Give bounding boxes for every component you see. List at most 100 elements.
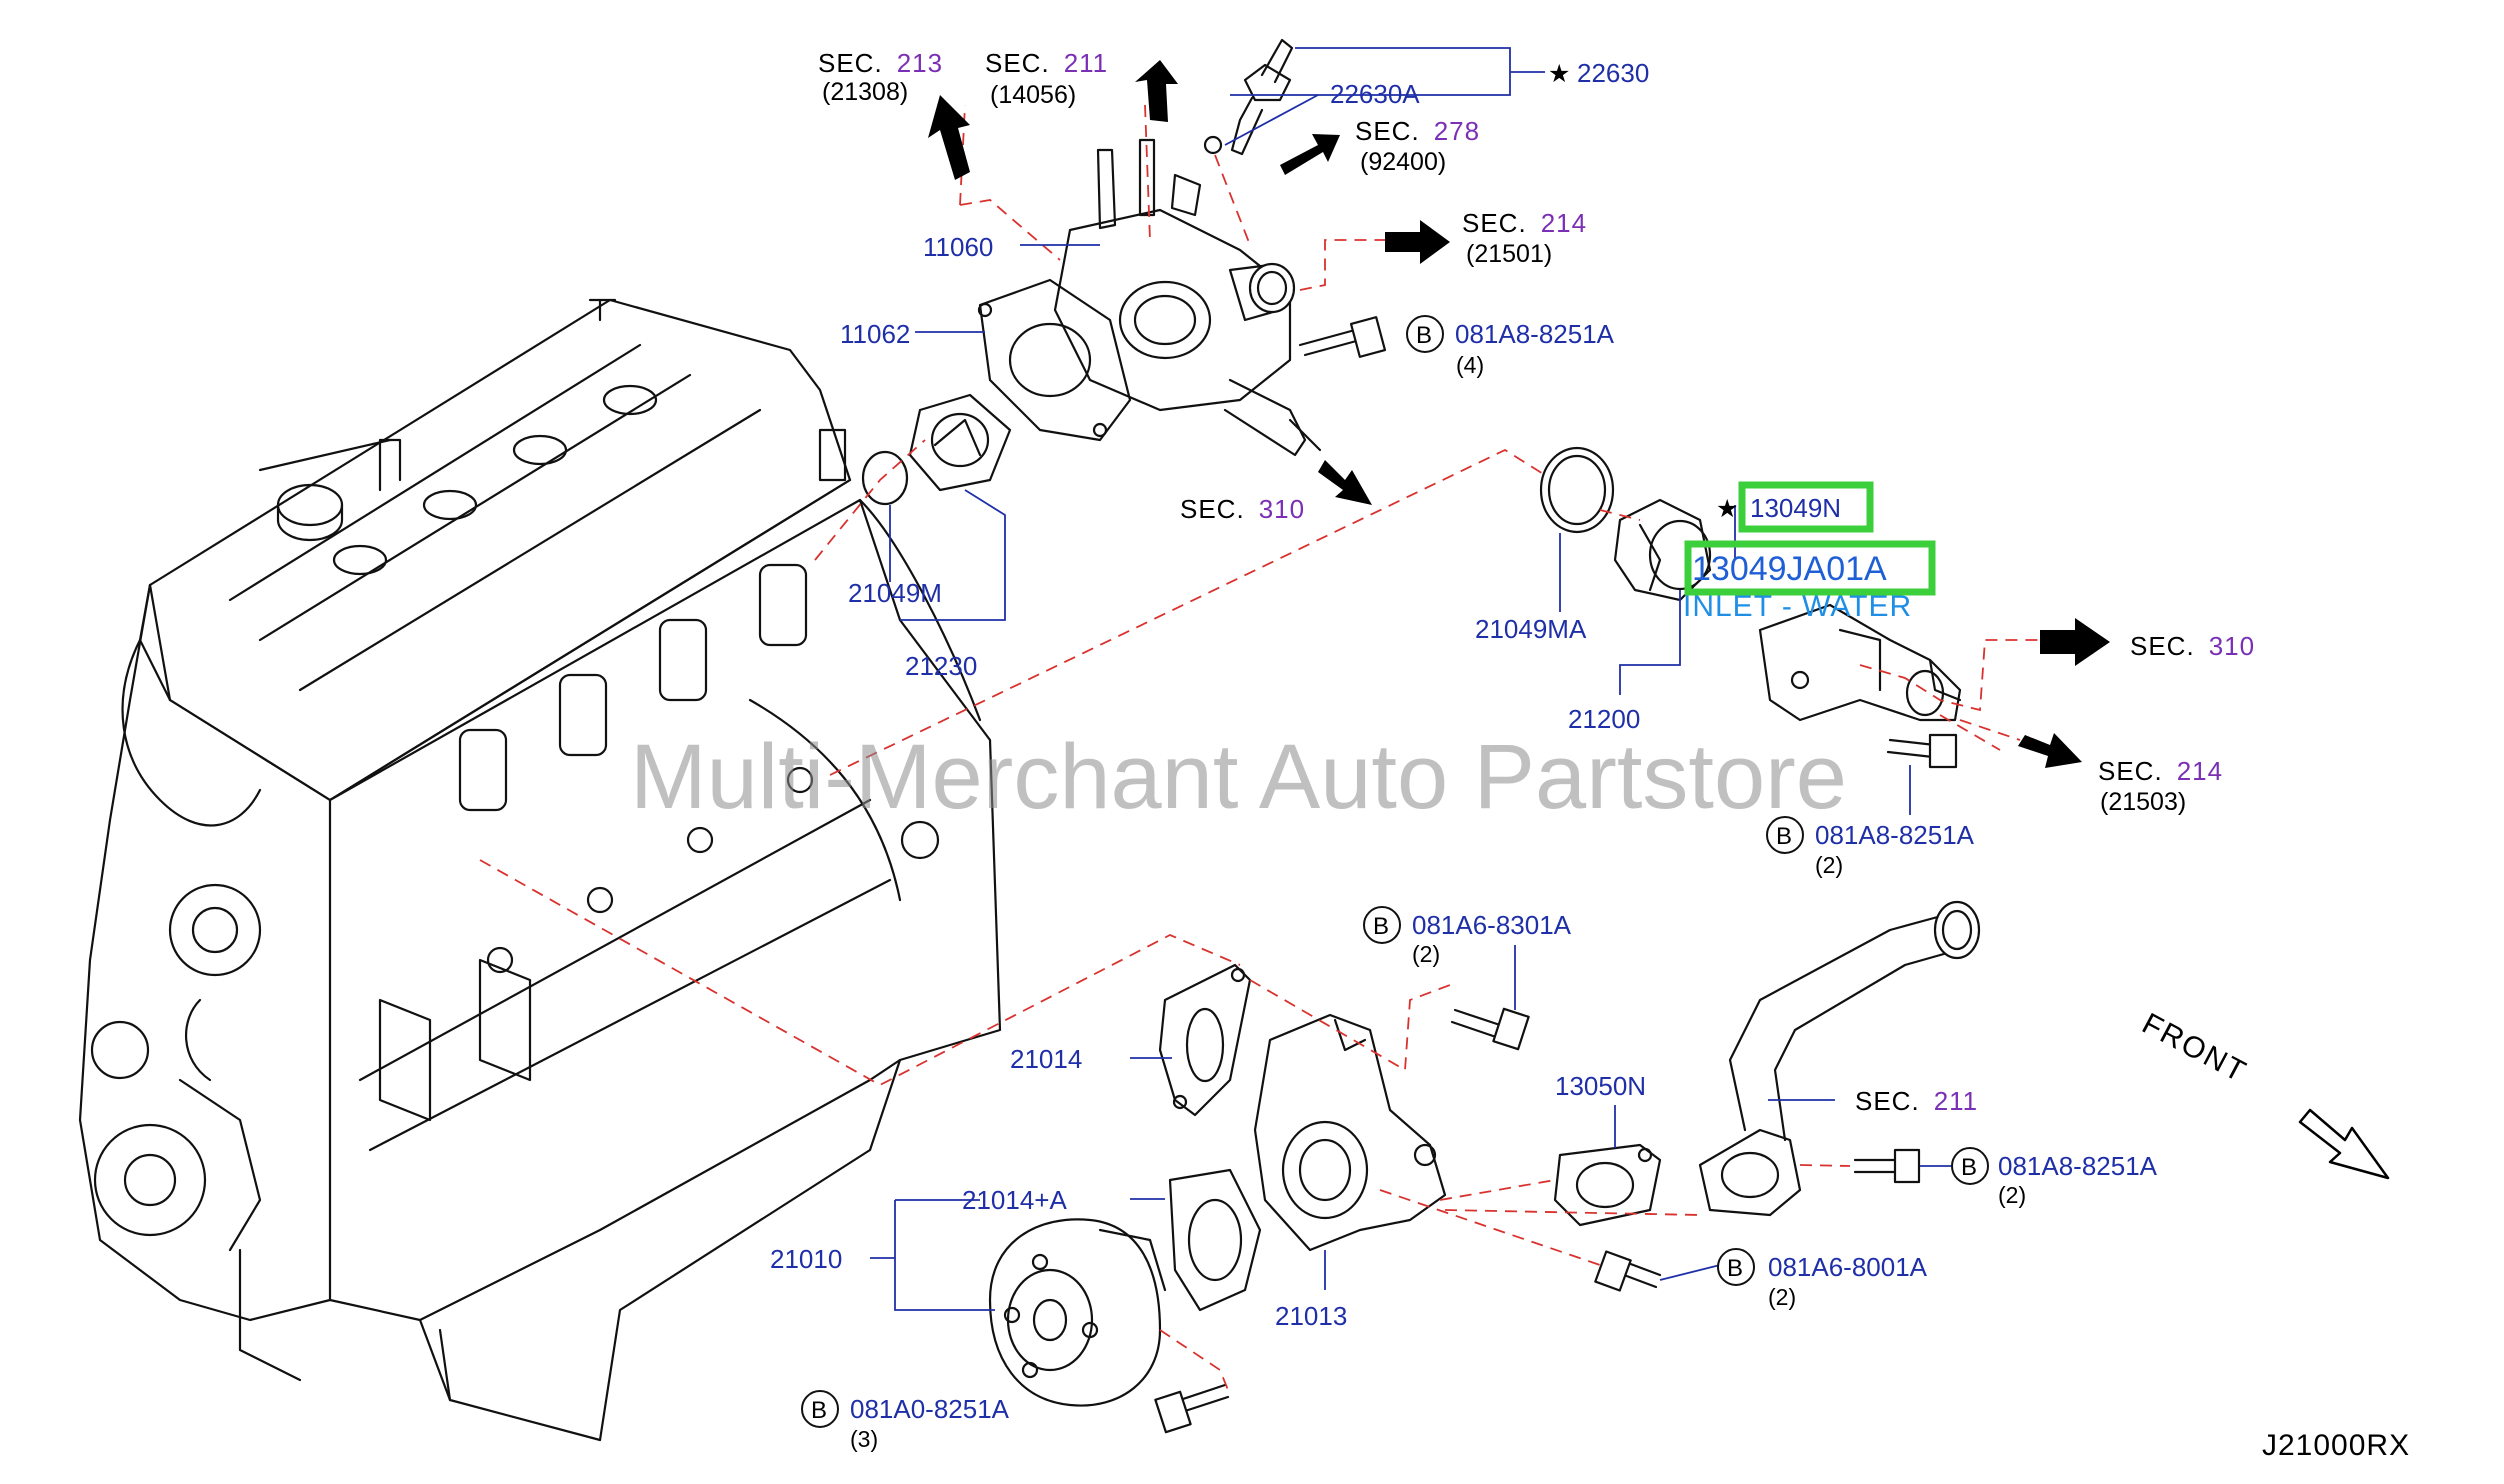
bolt-081A8-8251A-inlet: [1886, 733, 1958, 769]
svg-text:SEC.213: SEC.213: [818, 48, 943, 78]
svg-text:081A8-8251A: 081A8-8251A: [1455, 319, 1615, 349]
arrow-sec-211: [1135, 60, 1178, 122]
highlight-box-13049N: [1738, 481, 1874, 533]
svg-text:13049N: 13049N: [1750, 493, 1841, 523]
svg-text:081A0-8251A: 081A0-8251A: [850, 1394, 1010, 1424]
bolt-b3-callout: B 081A6-8301A (2): [1363, 906, 1572, 967]
sec-278-label: SEC.278 (92400): [1355, 116, 1480, 176]
part-21230-label: 21230: [905, 651, 977, 681]
bolt-b1-callout: B 081A8-8251A (4): [1406, 315, 1615, 378]
water-pump-housing-21013: [1253, 1013, 1447, 1252]
bolt-081A8-8251A-pipe: [1853, 1148, 1921, 1184]
svg-text:★: ★: [1548, 60, 1570, 88]
part-21049M-label: 21049M: [848, 578, 942, 608]
svg-text:(21308): (21308): [822, 78, 908, 106]
bolt-b5-callout: B 081A6-8001A (2): [1717, 1248, 1928, 1310]
arrow-sec-214-right: [2018, 733, 2082, 768]
svg-text:(2): (2): [1998, 1182, 2026, 1208]
bolt-081A6-8301A: [1450, 1007, 1530, 1051]
thermostat-housing-11060: [1053, 138, 1322, 457]
front-arrow: [2298, 1108, 2390, 1180]
svg-text:(14056): (14056): [990, 81, 1076, 109]
sec-211-bottom-label: SEC.211: [1855, 1086, 1978, 1116]
thermostat-21200-small: [908, 393, 1012, 492]
highlight-box-13049JA01A: [1684, 540, 1936, 596]
part-leader-lines: [870, 47, 1955, 1311]
arrow-sec-278: [1280, 134, 1340, 175]
svg-text:SEC.211: SEC.211: [1855, 1086, 1978, 1116]
svg-text:(2): (2): [1815, 852, 1843, 878]
bolt-b4-callout: B 081A8-8251A (2): [1951, 1147, 2158, 1208]
svg-text:B: B: [1727, 1255, 1743, 1282]
part-11062-label: 11062: [840, 319, 910, 349]
bolt-b6-callout: B 081A0-8251A (3): [801, 1390, 1010, 1452]
part-21049MA-label: 21049MA: [1475, 614, 1587, 644]
svg-text:(92400): (92400): [1360, 148, 1446, 176]
sec-310-right-label: SEC.310: [2130, 631, 2255, 661]
arrow-sec-213: [928, 95, 970, 180]
part-21014A-label: 21014+A: [962, 1185, 1067, 1215]
gasket-21014A: [1168, 1168, 1262, 1312]
part-21013-label: 21013: [1275, 1301, 1347, 1331]
sec-213-label: SEC.213 (21308): [818, 48, 943, 106]
bolt-b2-callout: B 081A8-8251A (2): [1766, 816, 1975, 878]
svg-text:(2): (2): [1412, 941, 1440, 967]
svg-text:(2): (2): [1768, 1284, 1796, 1310]
o-ring-21049M: [861, 450, 909, 506]
svg-text:★: ★: [1716, 495, 1738, 523]
sec-214-right-label: SEC.214 (21503): [2098, 756, 2223, 816]
water-pump-21010: [988, 1218, 1167, 1407]
part-13049N-label: ★ 13049N: [1716, 493, 1841, 523]
svg-text:SEC.310: SEC.310: [2130, 631, 2255, 661]
diagram-code: J21000RX: [2262, 1429, 2410, 1462]
svg-text:081A6-8001A: 081A6-8001A: [1768, 1252, 1928, 1282]
svg-text:081A8-8251A: 081A8-8251A: [1998, 1151, 2158, 1181]
svg-text:B: B: [1416, 322, 1432, 349]
gasket-13050N: [1553, 1143, 1662, 1227]
part-11060-label: 11060: [923, 232, 993, 262]
svg-text:081A6-8301A: 081A6-8301A: [1412, 910, 1572, 940]
svg-text:B: B: [1373, 913, 1389, 940]
svg-text:B: B: [811, 1397, 827, 1424]
gasket-21014: [1158, 963, 1252, 1117]
arrow-sec-310-top: [1318, 460, 1372, 505]
svg-text:SEC.214: SEC.214: [1462, 208, 1587, 238]
svg-text:22630: 22630: [1577, 58, 1649, 88]
housing-gasket-11062: [977, 278, 1132, 442]
watermark: Multi-Merchant Auto Partstore: [630, 726, 1847, 828]
svg-text:SEC.214: SEC.214: [2098, 756, 2223, 786]
bolt-081A6-8001A: [1594, 1250, 1662, 1292]
part-21010-label: 21010: [770, 1244, 842, 1274]
svg-text:(3): (3): [850, 1426, 878, 1452]
arrow-sec-310-right: [2040, 618, 2110, 666]
svg-text:B: B: [1961, 1154, 1977, 1181]
part-22630A-label: 22630A: [1330, 79, 1420, 109]
sec-310-center-label: SEC.310: [1180, 494, 1305, 524]
water-inlet-13049JA01A: [1758, 603, 1962, 722]
part-13049JA01A-callout: 13049JA01A: [1692, 550, 1887, 588]
svg-text:(4): (4): [1456, 352, 1484, 378]
direction-arrows: [928, 60, 2110, 768]
part-22630-label: ★ 22630: [1548, 58, 1649, 88]
bolt-081A8-8251A-top: [1298, 316, 1387, 358]
front-label: FRONT: [2137, 1007, 2253, 1089]
sensor-washer: [1203, 135, 1223, 155]
part-13050N-label: 13050N: [1555, 1071, 1646, 1101]
o-ring-21049MA: [1539, 446, 1615, 534]
part-inlet-water-name: INLET - WATER: [1683, 590, 1912, 623]
engine-block-illustration: [78, 298, 1002, 1442]
svg-text:SEC.310: SEC.310: [1180, 494, 1305, 524]
water-pipe-sec-211: [1698, 900, 1981, 1217]
sec-211-top-label: SEC.211 (14056): [985, 48, 1108, 109]
temperature-sensor-22630: [1230, 38, 1294, 156]
svg-text:SEC.278: SEC.278: [1355, 116, 1480, 146]
svg-text:SEC.211: SEC.211: [985, 48, 1108, 78]
svg-text:081A8-8251A: 081A8-8251A: [1815, 820, 1975, 850]
svg-text:(21501): (21501): [1466, 240, 1552, 268]
svg-text:(21503): (21503): [2100, 788, 2186, 816]
svg-text:B: B: [1776, 823, 1792, 850]
arrow-sec-214-top: [1385, 220, 1450, 264]
sec-214-top-label: SEC.214 (21501): [1462, 208, 1587, 268]
part-21014-label: 21014: [1010, 1044, 1082, 1074]
